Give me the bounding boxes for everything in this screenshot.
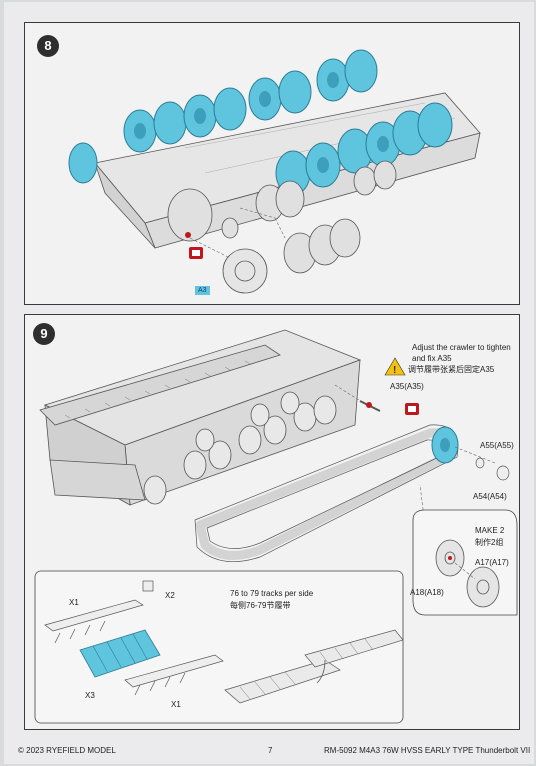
step-number: 8 (37, 35, 59, 57)
step-8-panel: 8 (24, 22, 520, 305)
footer-page-number: 7 (268, 746, 273, 755)
track-count-zh: 每侧76-79节履带 (230, 601, 291, 610)
warning-note-zh: 调节履带张紧后固定A35 (408, 365, 495, 374)
part-label-a55: A55(A55) (480, 441, 514, 450)
make-count-en: MAKE 2 (475, 526, 505, 535)
part-label-x3: X3 (85, 691, 95, 700)
part-label-x1-bottom: X1 (171, 700, 181, 709)
part-label-a35: A35(A35) (390, 382, 424, 391)
part-tag-a3: A3 (195, 286, 210, 295)
track-count-en: 76 to 79 tracks per side (230, 589, 314, 598)
step-8-drawing (68, 49, 481, 294)
step-9-panel: 9 (24, 314, 520, 730)
part-label-a17: A17(A17) (475, 558, 509, 567)
part-label-a18: A18(A18) (410, 588, 444, 597)
warning-note-en: Adjust the crawler to tighten and fix A3… (412, 343, 511, 363)
footer-copyright: © 2023 RYEFIELD MODEL (18, 746, 116, 755)
make-count-zh: 制作2组 (475, 538, 504, 547)
instruction-sheet: 8 (4, 2, 534, 764)
part-label-x1-top: X1 (69, 598, 79, 607)
step-9-drawing: ! (34, 329, 518, 724)
footer-kit-title: RM-5092 M4A3 76W HVSS EARLY TYPE Thunder… (324, 746, 531, 755)
part-label-x2: X2 (165, 591, 175, 600)
svg-text:!: ! (393, 365, 396, 376)
part-label-a54: A54(A54) (473, 492, 507, 501)
step-number: 9 (33, 323, 55, 345)
